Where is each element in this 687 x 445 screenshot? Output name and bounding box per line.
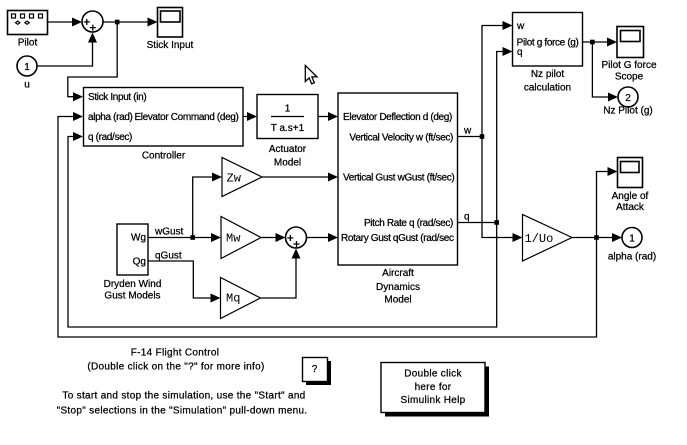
svg-text:Nz Pilot (g): Nz Pilot (g)	[603, 106, 652, 117]
svg-text:Pilot: Pilot	[18, 38, 38, 49]
svg-text:Controller: Controller	[142, 151, 186, 162]
svg-text:Gust Models: Gust Models	[104, 291, 160, 302]
svg-text:Stick Input: Stick Input	[147, 40, 194, 51]
svg-text:alpha (rad): alpha (rad)	[608, 252, 656, 263]
svg-text:calculation: calculation	[524, 83, 571, 94]
svg-text:alpha (rad): alpha (rad)	[88, 112, 133, 123]
svg-text:q: q	[517, 47, 523, 58]
svg-text:Pilot G force: Pilot G force	[601, 60, 656, 71]
svg-text:Mq: Mq	[226, 292, 240, 306]
svg-text:Stick Input (in): Stick Input (in)	[88, 92, 146, 103]
svg-text:w: w	[516, 21, 525, 32]
svg-text:Wg: Wg	[131, 233, 146, 244]
svg-text:1/Uo: 1/Uo	[525, 232, 554, 246]
svg-text:Dynamics: Dynamics	[376, 282, 420, 293]
svg-text:?: ?	[312, 364, 318, 375]
svg-text:Angle of: Angle of	[612, 191, 649, 202]
svg-text:Zw: Zw	[227, 172, 242, 186]
svg-text:(Double click on the "?" for m: (Double click on the "?" for more info)	[87, 362, 264, 373]
svg-text:1: 1	[24, 62, 30, 73]
svg-text:Aircraft: Aircraft	[382, 268, 414, 279]
svg-text:qGust: qGust	[155, 251, 182, 262]
svg-text:q (rad/sec): q (rad/sec)	[88, 132, 132, 143]
svg-text:Model: Model	[274, 158, 301, 169]
svg-text:Nz pilot: Nz pilot	[531, 69, 565, 80]
svg-text:Vertical Velocity w (ft/sec): Vertical Velocity w (ft/sec)	[349, 133, 453, 144]
svg-text:Simulink Help: Simulink Help	[400, 395, 465, 406]
svg-text:Actuator: Actuator	[269, 144, 307, 155]
svg-text:Scope: Scope	[615, 72, 644, 83]
svg-text:"Stop" selections in the "Simu: "Stop" selections in the "Simulation" pu…	[57, 406, 308, 417]
svg-text:here for: here for	[415, 382, 452, 393]
svg-text:T a.s+1: T a.s+1	[271, 123, 305, 134]
svg-text:Pitch Rate q (rad/sec): Pitch Rate q (rad/sec)	[364, 218, 453, 229]
svg-text:Dryden Wind: Dryden Wind	[104, 279, 162, 290]
svg-text:wGust: wGust	[154, 227, 184, 238]
svg-text:Elevator Command (deg): Elevator Command (deg)	[134, 112, 238, 123]
svg-text:Rotary Gust qGust (rad/sec: Rotary Gust qGust (rad/sec	[341, 233, 454, 244]
svg-text:Vertical Gust wGust (ft/sec): Vertical Gust wGust (ft/sec)	[343, 173, 454, 184]
svg-text:Elevator Deflection d (deg): Elevator Deflection d (deg)	[343, 112, 452, 123]
svg-text:Mw: Mw	[226, 232, 241, 246]
svg-text:q: q	[464, 212, 470, 223]
svg-text:Model: Model	[384, 295, 411, 306]
svg-text:u: u	[24, 80, 30, 91]
svg-text:Double click: Double click	[404, 369, 462, 380]
svg-text:w: w	[463, 126, 472, 137]
svg-text:Pilot g force (g): Pilot g force (g)	[517, 38, 579, 49]
svg-text:1: 1	[285, 104, 291, 115]
svg-text:Attack: Attack	[616, 202, 645, 213]
svg-text:1: 1	[629, 234, 635, 245]
svg-text:To start and stop the simulati: To start and stop the simulation, use th…	[62, 391, 305, 402]
svg-text:F-14 Flight Control: F-14 Flight Control	[131, 348, 220, 359]
svg-text:Qg: Qg	[133, 257, 146, 268]
svg-text:2: 2	[625, 93, 631, 104]
